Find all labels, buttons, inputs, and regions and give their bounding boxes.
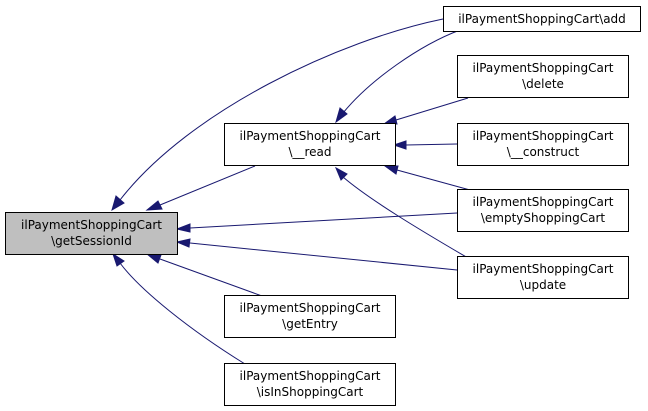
edge-isinshoppingcart-to-getsessionid: [119, 262, 246, 365]
arrowhead-read-to-getsessionid: [145, 200, 163, 211]
node-getentry[interactable]: ilPaymentShoppingCart \getEntry: [224, 295, 396, 338]
node-construct-box: [457, 123, 629, 166]
node-update-line2: \update: [520, 278, 566, 292]
arrowhead-isinshoppingcart-to-getsessionid: [112, 252, 125, 267]
node-delete[interactable]: ilPaymentShoppingCart \delete: [457, 55, 629, 98]
node-construct[interactable]: ilPaymentShoppingCart \__construct: [457, 123, 629, 166]
arrowhead-construct-to-read: [392, 140, 407, 150]
node-update[interactable]: ilPaymentShoppingCart \update: [457, 256, 629, 299]
arrowhead-emptyshoppingcart-to-read: [383, 165, 399, 175]
edge-update-to-getsessionid: [189, 242, 458, 271]
node-delete-line2: \delete: [522, 77, 564, 91]
node-update-box: [457, 256, 629, 299]
nodes: ilPaymentShoppingCart \getSessionId ilPa…: [5, 6, 641, 406]
node-add[interactable]: ilPaymentShoppingCart\add: [443, 6, 641, 32]
node-read[interactable]: ilPaymentShoppingCart \__read: [224, 123, 396, 166]
edge-add-to-read: [342, 29, 461, 114]
edge-update-to-read: [342, 176, 469, 259]
node-read-line1: ilPaymentShoppingCart: [240, 129, 381, 143]
arrowhead-add-to-getsessionid: [111, 195, 125, 212]
node-getsessionid-box: [5, 212, 178, 255]
node-delete-box: [457, 55, 629, 98]
arrowhead-update-to-getsessionid: [175, 238, 191, 248]
arrowhead-getentry-to-getsessionid: [145, 253, 162, 264]
node-getsessionid-line1: ilPaymentShoppingCart: [21, 218, 162, 232]
node-getsessionid-line2: \getSessionId: [51, 234, 132, 248]
node-emptyshoppingcart-box: [457, 189, 629, 232]
node-isinshoppingcart-line1: ilPaymentShoppingCart: [240, 369, 381, 383]
node-getsessionid[interactable]: ilPaymentShoppingCart \getSessionId: [5, 212, 178, 255]
node-getentry-box: [224, 295, 396, 338]
edge-getentry-to-getsessionid: [159, 258, 263, 297]
edge-emptyshoppingcart-to-read: [396, 169, 471, 191]
node-add-box: [443, 6, 641, 32]
node-isinshoppingcart-box: [224, 363, 396, 406]
edge-delete-to-read: [395, 97, 469, 121]
node-emptyshoppingcart-line1: ilPaymentShoppingCart: [473, 195, 614, 209]
edge-emptyshoppingcart-to-getsessionid: [189, 212, 458, 229]
node-read-box: [224, 123, 396, 166]
edges: [111, 18, 471, 365]
edge-add-to-getsessionid: [119, 18, 444, 201]
arrowhead-add-to-read: [335, 107, 348, 124]
edge-read-to-getsessionid: [159, 165, 256, 206]
node-getentry-line1: ilPaymentShoppingCart: [240, 301, 381, 315]
node-construct-line2: \__construct: [507, 145, 580, 159]
node-delete-line1: ilPaymentShoppingCart: [473, 61, 614, 75]
node-emptyshoppingcart-line2: \emptyShoppingCart: [481, 211, 606, 225]
arrowhead-update-to-read: [334, 166, 348, 181]
node-getentry-line2: \getEntry: [282, 317, 338, 331]
arrowhead-emptyshoppingcart-to-getsessionid: [175, 223, 191, 233]
node-add-line1: ilPaymentShoppingCart\add: [458, 12, 626, 26]
node-isinshoppingcart-line2: \isInShoppingCart: [257, 385, 364, 399]
node-read-line2: \__read: [288, 145, 331, 159]
edge-construct-to-read: [405, 143, 458, 146]
arrowhead-delete-to-read: [382, 115, 398, 125]
node-emptyshoppingcart[interactable]: ilPaymentShoppingCart \emptyShoppingCart: [457, 189, 629, 232]
node-construct-line1: ilPaymentShoppingCart: [473, 129, 614, 143]
node-isinshoppingcart[interactable]: ilPaymentShoppingCart \isInShoppingCart: [224, 363, 396, 406]
node-update-line1: ilPaymentShoppingCart: [473, 262, 614, 276]
